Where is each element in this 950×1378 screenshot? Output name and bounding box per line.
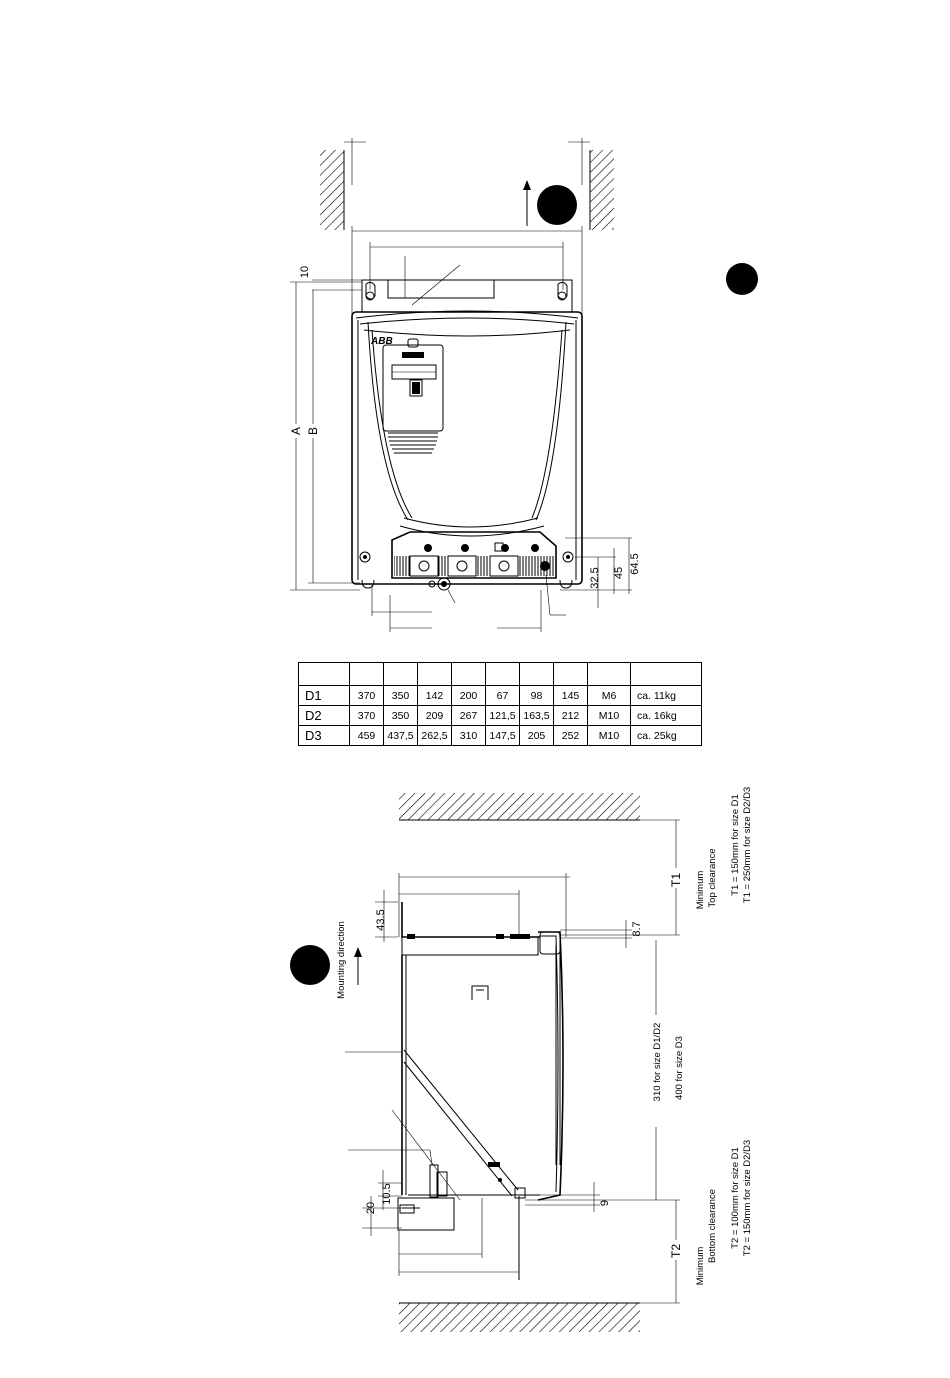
table-cell: 459 [349,725,384,746]
table-cell: 67 [485,685,520,706]
side-view: T1 T2 Minimum Top clearance T1 = 150mm f… [290,787,753,1332]
table-cell: 145 [553,685,588,706]
bottom-wall-hatch [399,1303,640,1332]
table-row: D3 459 437,5 262,5 310 147,5 205 252 M10… [298,725,702,746]
t1-note-d2d3: T1 = 250mm for size D2/D3 [742,787,753,903]
abb-logo: ABB [370,336,393,347]
weight-cell: ca. 25kg [630,725,702,746]
table-cell: 350 [383,685,418,706]
bolt-cell: M10 [587,725,631,746]
t2-note-d2d3: T2 = 150mm for size D2/D3 [742,1140,753,1256]
table-cell: 98 [519,685,554,706]
front-view: 10 A B ABB [288,138,758,632]
table-cell: 370 [349,705,384,726]
dim-9-label: 9 [599,1200,611,1206]
weight-cell: ca. 16kg [630,705,702,726]
table-row: D1 370 350 142 200 67 98 145 M6 ca. 11kg [298,685,702,706]
marker-circle-top [537,185,577,225]
table-cell: 163,5 [519,705,554,726]
table-cell: 262,5 [417,725,452,746]
height-d3-label: 400 for size D3 [674,1036,685,1100]
size-cell: D2 [298,705,350,726]
table-cell: 267 [451,705,486,726]
table-cell: 200 [451,685,486,706]
mounting-direction-label: Mounting direction [336,921,347,999]
dim-10-label: 10 [299,266,311,278]
table-cell: 310 [451,725,486,746]
top-clearance-line2: Top clearance [707,848,718,907]
table-cell: 350 [383,705,418,726]
table-cell: 370 [349,685,384,706]
t1-note-d1: T1 = 150mm for size D1 [730,794,741,896]
dim-45-label: 45 [613,567,625,579]
table-cell: 142 [417,685,452,706]
bolt-cell: M10 [587,705,631,726]
t2-note-d1: T2 = 100mm for size D1 [730,1147,741,1249]
table-cell: 147,5 [485,725,520,746]
table-row: D2 370 350 209 267 121,5 163,5 212 M10 c… [298,705,702,726]
size-cell: D1 [298,685,350,706]
dim-64-5-label: 64.5 [629,553,641,574]
dim-B-label: B [306,427,320,435]
weight-cell: ca. 11kg [630,685,702,706]
dim-8-7-label: 8.7 [631,921,643,936]
bottom-clearance-line1: Minimum [695,1247,706,1286]
dim-10-5-label: 10.5 [381,1183,393,1204]
right-wall-hatch [590,150,614,230]
dim-20-label: 20 [365,1202,377,1214]
table-header-row [298,662,702,686]
dim-32-5-label: 32.5 [589,567,601,588]
table-cell: 121,5 [485,705,520,726]
size-cell: D3 [298,725,350,746]
T1-label: T1 [669,873,683,887]
table-cell: 437,5 [383,725,418,746]
bolt-cell: M6 [587,685,631,706]
top-wall-hatch [399,793,640,820]
marker-circle-mounting [290,945,330,985]
dim-43-5-label: 43.5 [375,909,387,930]
dim-A-label: A [289,427,303,435]
table-cell: 212 [553,705,588,726]
marker-circle-side [726,263,758,295]
dimensions-table: D1 370 350 142 200 67 98 145 M6 ca. 11kg… [298,662,702,746]
bottom-clearance-line2: Bottom clearance [707,1189,718,1263]
T2-label: T2 [669,1244,683,1258]
table-cell: 252 [553,725,588,746]
top-clearance-line1: Minimum [695,871,706,910]
table-cell: 205 [519,725,554,746]
left-wall-hatch [320,150,344,230]
height-d1d2-label: 310 for size D1/D2 [652,1023,663,1102]
table-cell: 209 [417,705,452,726]
